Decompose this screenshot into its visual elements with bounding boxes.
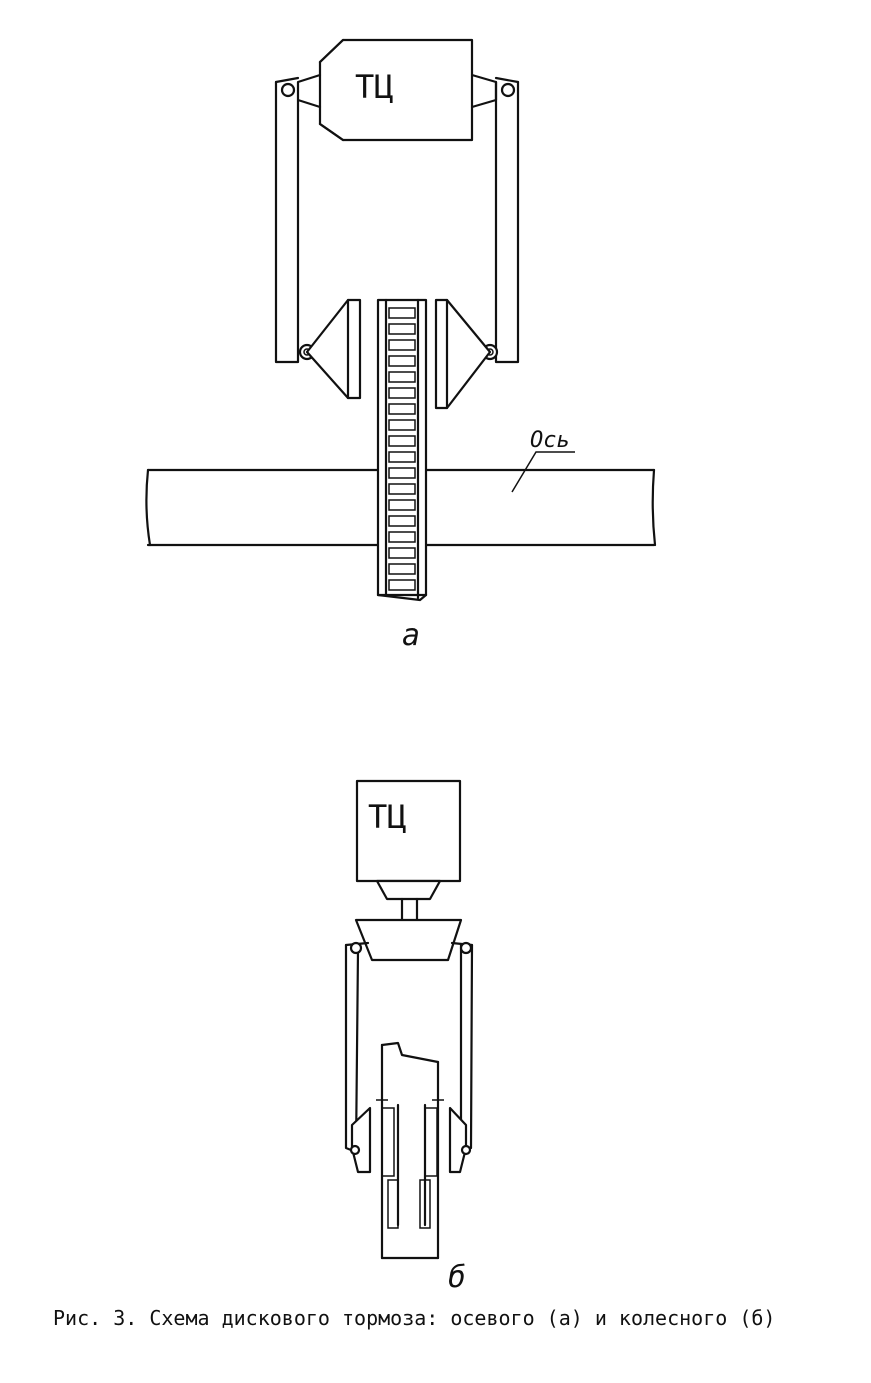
wheel-with-disc-b [376, 1041, 444, 1260]
brake-cylinder-a: ТЦ [296, 38, 498, 142]
disc-rib [388, 451, 416, 463]
diagram-b: ТЦ [344, 779, 474, 1295]
disc-rib [388, 531, 416, 543]
sublabel-a: а [402, 618, 420, 653]
disc-rib [388, 467, 416, 479]
disc-rib [388, 563, 416, 575]
disc-rib [388, 387, 416, 399]
disc-rib [388, 323, 416, 335]
disc-rib [388, 579, 416, 591]
disc-rib [388, 339, 416, 351]
disc-rib [388, 403, 416, 415]
sublabel-b: б [448, 1260, 466, 1295]
axle-label-a: Ось [530, 428, 570, 453]
right-lever-b [448, 941, 474, 1174]
left-brake-pad-a [305, 298, 362, 400]
disc-rib [388, 435, 416, 447]
cylinder-label-a: ТЦ [355, 68, 394, 106]
figure-caption: Рис. 3. Схема дискового тормоза: осевого… [53, 1306, 775, 1330]
disc-rib [388, 371, 416, 383]
disc-rib [388, 499, 416, 511]
axle-a: Ось [145, 428, 657, 547]
disc-rib [388, 515, 416, 527]
right-lever-a [481, 76, 520, 364]
cylinder-label-b: ТЦ [368, 798, 407, 836]
disc-rib [388, 355, 416, 367]
disc-rib [388, 547, 416, 559]
disc-rib [388, 307, 416, 319]
left-lever-a [274, 76, 316, 364]
left-lever-b [344, 941, 372, 1174]
disc-rib [388, 483, 416, 495]
brake-cylinder-b: ТЦ [354, 779, 463, 962]
right-disc-b [424, 1107, 438, 1177]
diagram-a: ТЦ [145, 38, 657, 653]
left-disc-b [381, 1107, 395, 1177]
disc-rib [388, 419, 416, 431]
right-brake-pad-a [434, 298, 492, 410]
brake-disc-a [376, 298, 428, 602]
